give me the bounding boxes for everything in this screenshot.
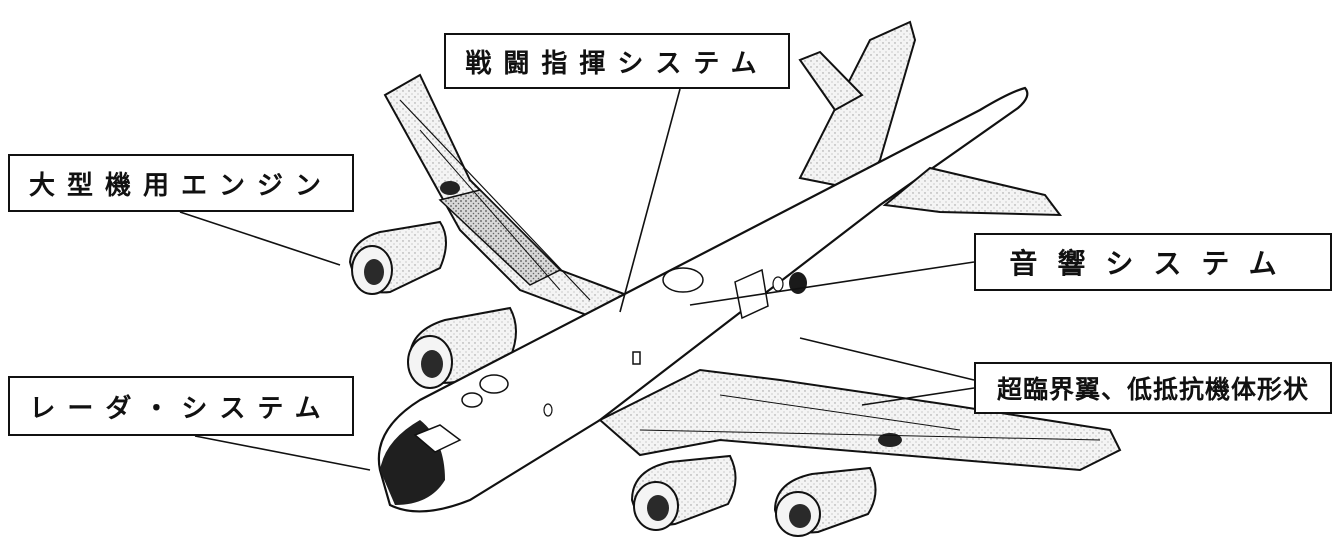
upper-engine-outer xyxy=(348,220,447,295)
label-combat-command-system: 戦闘指揮システム xyxy=(444,33,790,89)
label-radar-system: レーダ・システム xyxy=(8,376,354,436)
lower-wing xyxy=(598,368,1122,472)
leader-line-combat xyxy=(619,88,681,313)
lower-engine-outer xyxy=(773,466,877,537)
leader-line-wing-2 xyxy=(861,387,975,406)
upper-wing xyxy=(383,73,643,322)
leader-line-wing-1 xyxy=(799,337,975,381)
label-supercritical-wing: 超臨界翼、低抵抗機体形状 xyxy=(974,362,1332,414)
leader-lines xyxy=(179,88,975,471)
fuselage xyxy=(377,86,1029,513)
label-acoustic-system: 音響システム xyxy=(974,233,1332,291)
horizontal-stabilizer xyxy=(882,166,1063,217)
leader-line-engine xyxy=(179,211,341,266)
leader-line-radar xyxy=(194,435,371,471)
leader-line-acoustic xyxy=(689,261,975,306)
lower-engine-inner xyxy=(630,454,737,531)
label-large-engine: 大型機用エンジン xyxy=(8,154,354,212)
